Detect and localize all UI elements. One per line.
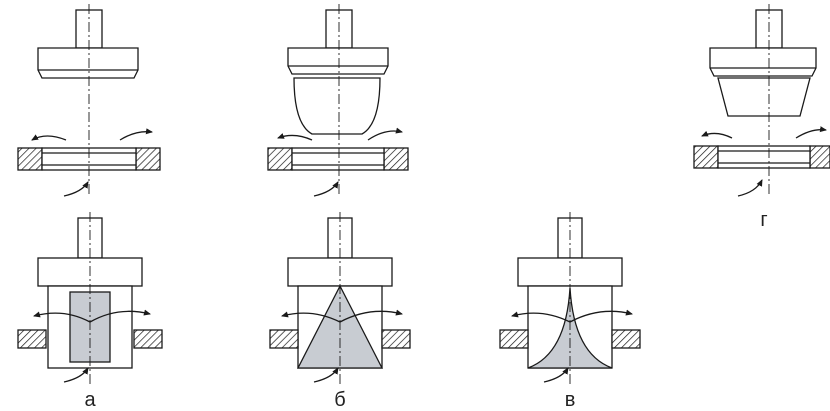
bottom-b-die [269,329,411,349]
label-g: г [760,209,767,231]
top-a-punch [37,9,139,79]
bottom-v-die [499,329,641,349]
top-b-punch [287,9,389,135]
top-a-arrows [31,128,153,197]
bottom-a-die [17,329,163,349]
top-b-arrows [277,127,403,197]
label-a: а [84,389,96,411]
bottom-v-arrows [511,309,633,383]
top-b-die [267,147,409,171]
top-g-punch [709,9,817,117]
bottom-b-arrows [281,309,403,383]
label-v: в [565,389,576,411]
top-g-arrows [701,126,827,197]
top-g-die [693,145,830,169]
label-b: б [334,389,345,411]
bottom-a-arrows [33,309,151,383]
